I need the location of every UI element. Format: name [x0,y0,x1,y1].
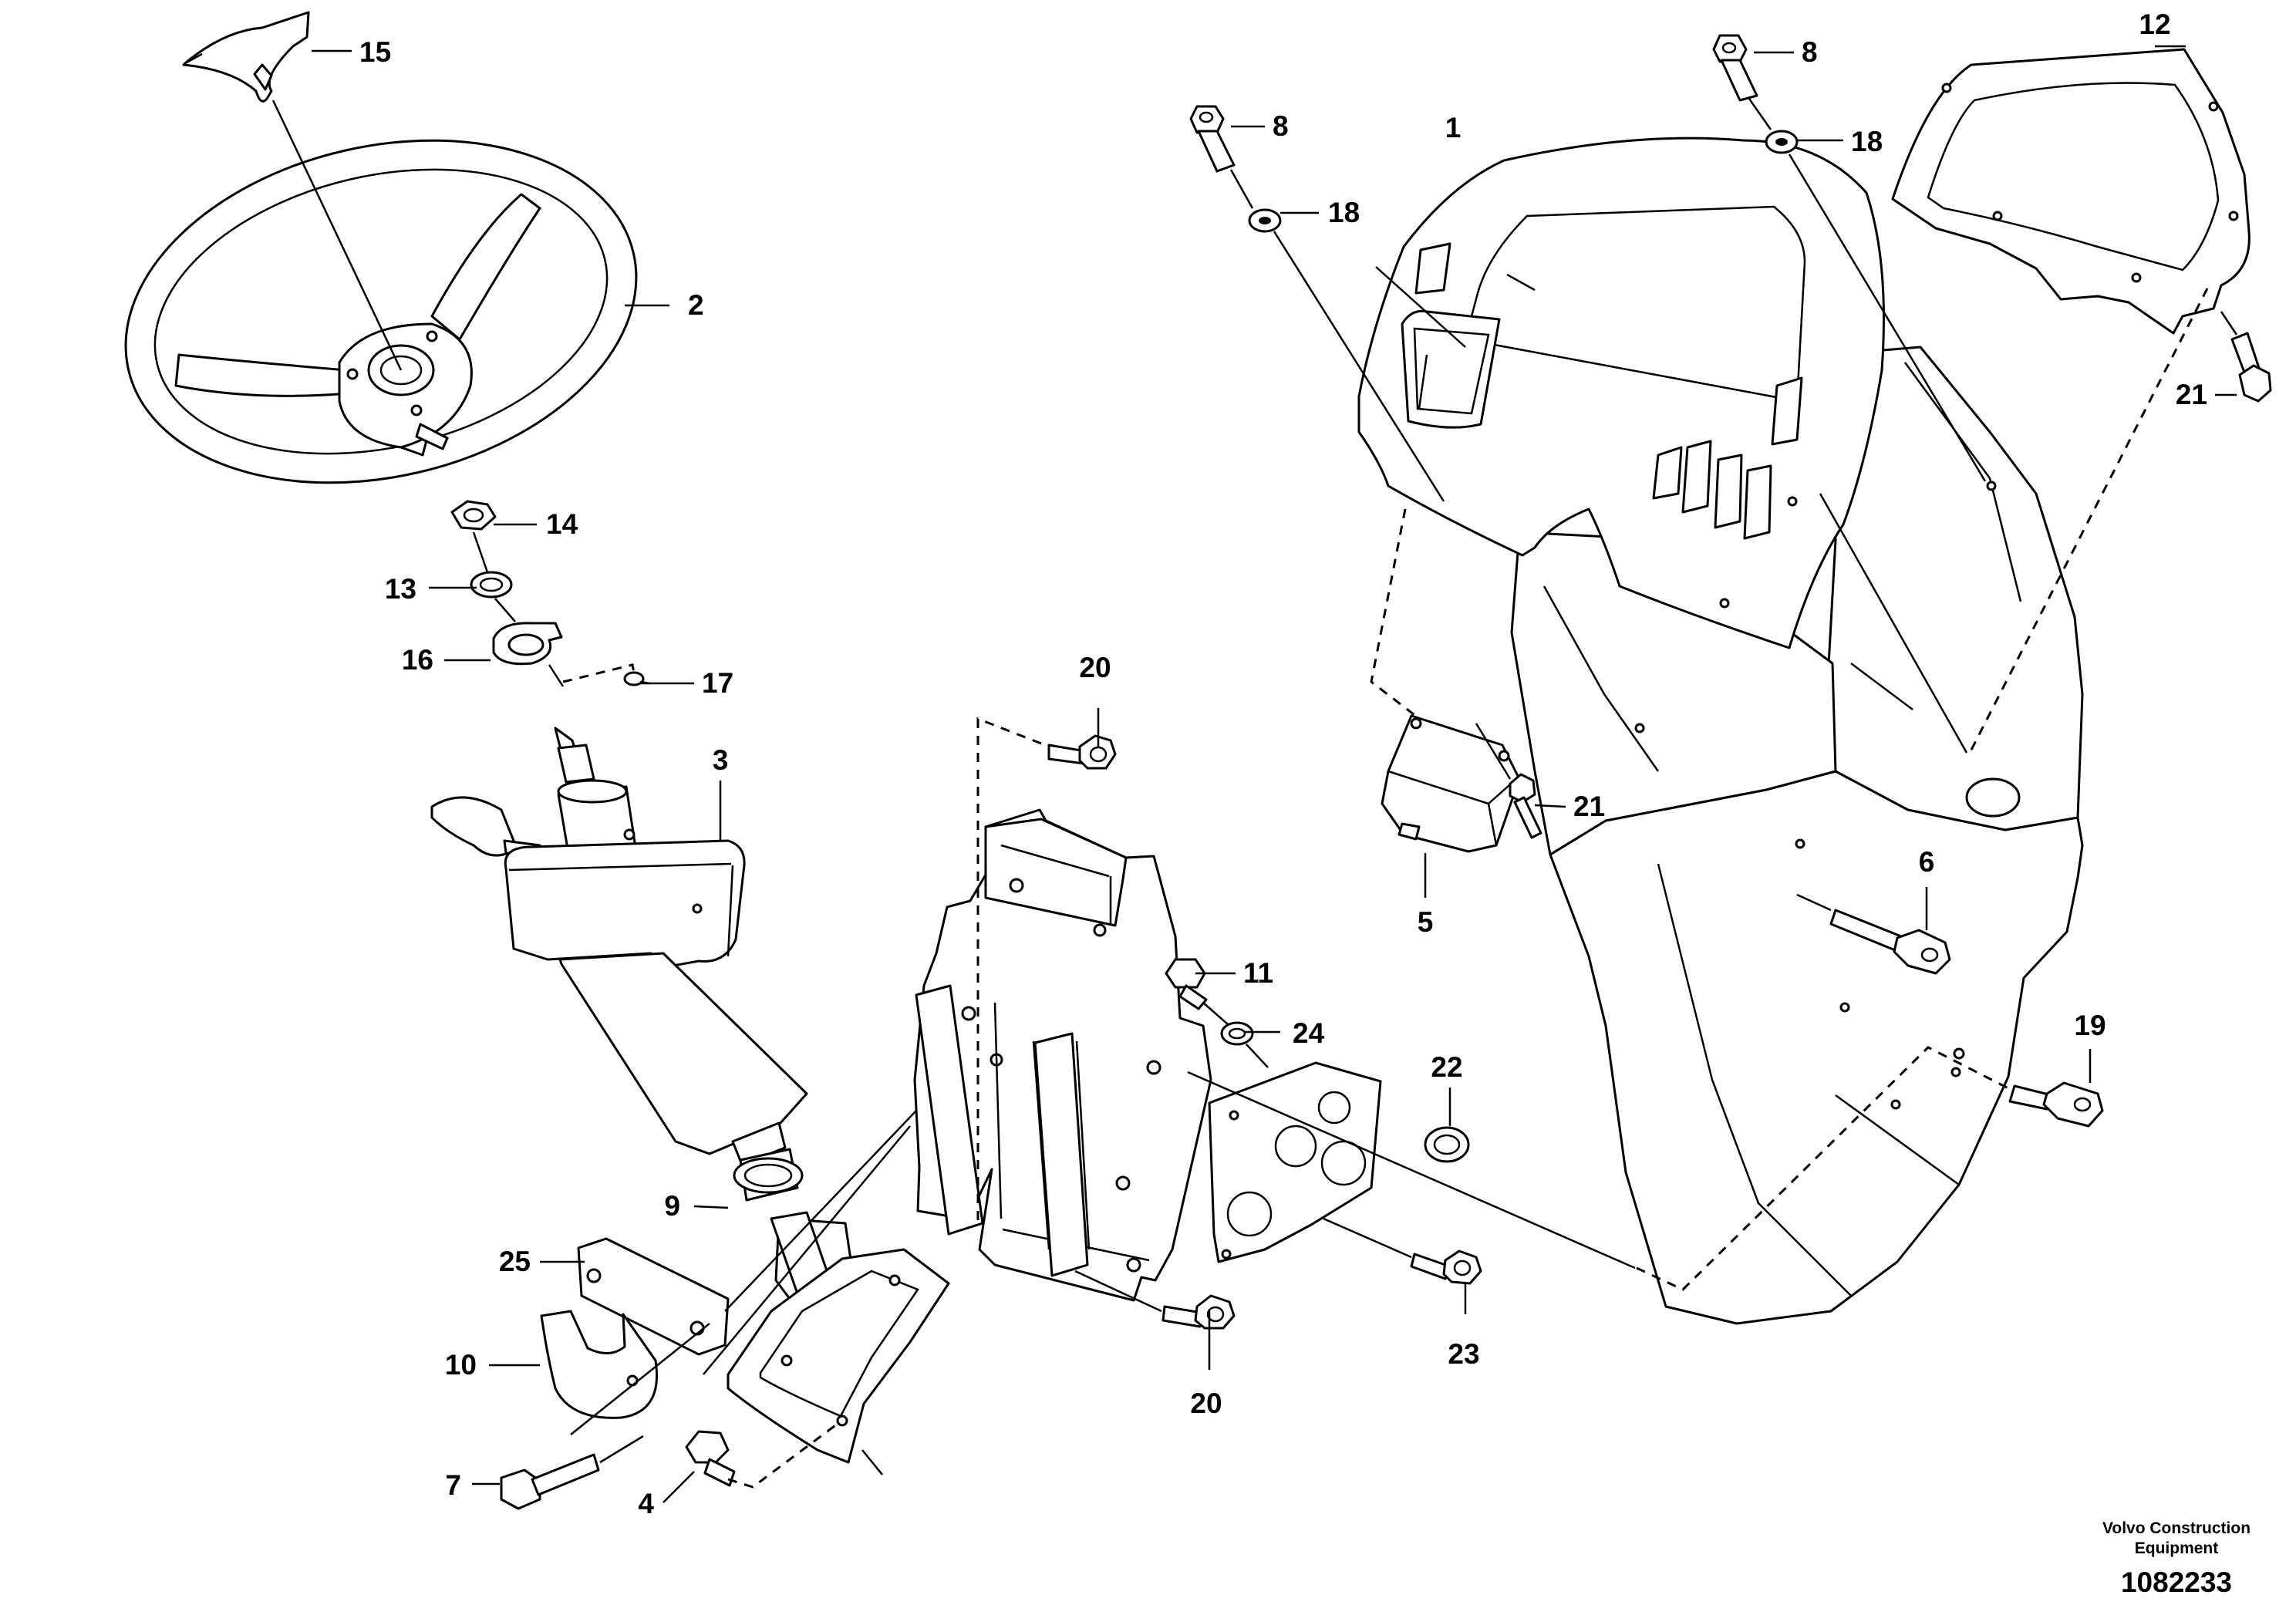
bolt-20-bottom-line [1074,1270,1162,1313]
plate-leader [1187,1071,1636,1270]
title-block: Volvo Construction Equipment 1082233 [2102,1519,2250,1598]
bolt-19 [2008,1081,2104,1128]
callout-21a: 21 [1573,791,1605,822]
drawing-number: 1082233 [2121,1566,2232,1598]
callout-13: 13 [385,573,416,605]
callout-25: 25 [499,1246,531,1277]
dashboard-cover [1357,137,1885,649]
steering-wheel [124,139,638,484]
washer-18-left [1248,208,1282,233]
callout-16: 16 [402,644,433,676]
callout-2: 2 [688,289,704,321]
side-panel [1826,346,2084,831]
callout-17: 17 [702,667,733,699]
callout-3: 3 [713,744,729,776]
bolt-21-right-line [2220,311,2238,336]
callout-11: 11 [1243,957,1273,989]
bolt-20-top [1047,734,1117,770]
bolt-20-top-dashed [976,717,1042,1223]
callout-9: 9 [664,1190,680,1222]
bolt-11-line [1202,1002,1269,1068]
frame-to-console-dashed [1967,288,2209,757]
callout-14: 14 [546,508,578,540]
horn-cap [182,11,310,103]
callout-leaders [312,45,2237,1503]
bolt-8-right [1712,34,1758,102]
callout-20b: 20 [1190,1388,1222,1419]
washer-24 [1220,1021,1254,1046]
bolt-8-left [1189,105,1236,173]
bolt-6 [1829,909,1951,975]
callout-21b: 21 [2176,379,2207,410]
callout-8a: 8 [1273,110,1289,142]
mounting-plate [1208,1061,1382,1263]
steering-column [430,727,950,1475]
grommet-22 [1424,1126,1470,1163]
callout-23: 23 [1448,1338,1479,1370]
washer-18-right [1765,130,1799,154]
wheel-axis-line [271,99,565,687]
bolt-19-hole [1953,1047,1965,1060]
dashboard-long-line [1819,493,1968,754]
callout-19: 19 [2074,1010,2106,1041]
instrument-frame [1891,48,2250,335]
callout-12: 12 [2139,8,2170,40]
bolt-8-left-line [1229,169,1445,502]
callout-18a: 18 [1328,197,1360,228]
callout-24: 24 [1293,1017,1325,1049]
company-name-line1: Volvo Construction [2102,1519,2250,1537]
bolt-23 [1410,1249,1482,1285]
callout-6: 6 [1919,846,1935,878]
u-clamp [540,1310,659,1419]
bolt-20-bottom [1161,1294,1236,1330]
callout-18b: 18 [1851,126,1883,157]
bolt-8-right-line [1748,98,1987,482]
bolt-21-right [2230,332,2272,403]
dash-to-window-line [1375,266,1466,348]
callout-4: 4 [638,1488,654,1519]
screw-17-line [562,663,636,683]
callout-labels: 1 2 3 4 5 6 7 8 8 9 10 11 12 13 14 15 16… [359,8,2207,1519]
control-module [1381,714,1521,853]
bolt-21-module [1509,773,1542,839]
callout-20a: 20 [1079,652,1111,683]
lower-console [1549,770,2084,1325]
callout-7: 7 [445,1469,461,1501]
bolt-4-dashed [727,1422,838,1489]
bolt-6-line [1796,893,1832,912]
lock-washer [470,571,513,599]
spacer-ring [492,622,563,666]
callout-15: 15 [359,36,391,68]
bolt-11 [1165,958,1208,1010]
bolt-4 [685,1430,736,1487]
module-bolt-line [1475,723,1512,780]
pedal-frame [913,808,1212,1302]
hub-nut [450,500,497,531]
bolt-23-line [1323,1217,1412,1259]
dash-to-module-dashed [1370,508,1418,719]
company-name-line2: Equipment [2135,1539,2219,1557]
callout-8b: 8 [1802,36,1818,68]
callout-5: 5 [1418,906,1434,938]
plate-to-bolt19-dashed [1636,1046,2014,1291]
callout-1: 1 [1445,112,1462,143]
bolt-7 [500,1453,600,1510]
bracket-plate [577,1237,730,1356]
callout-22: 22 [1431,1051,1462,1083]
callout-10: 10 [445,1349,477,1381]
